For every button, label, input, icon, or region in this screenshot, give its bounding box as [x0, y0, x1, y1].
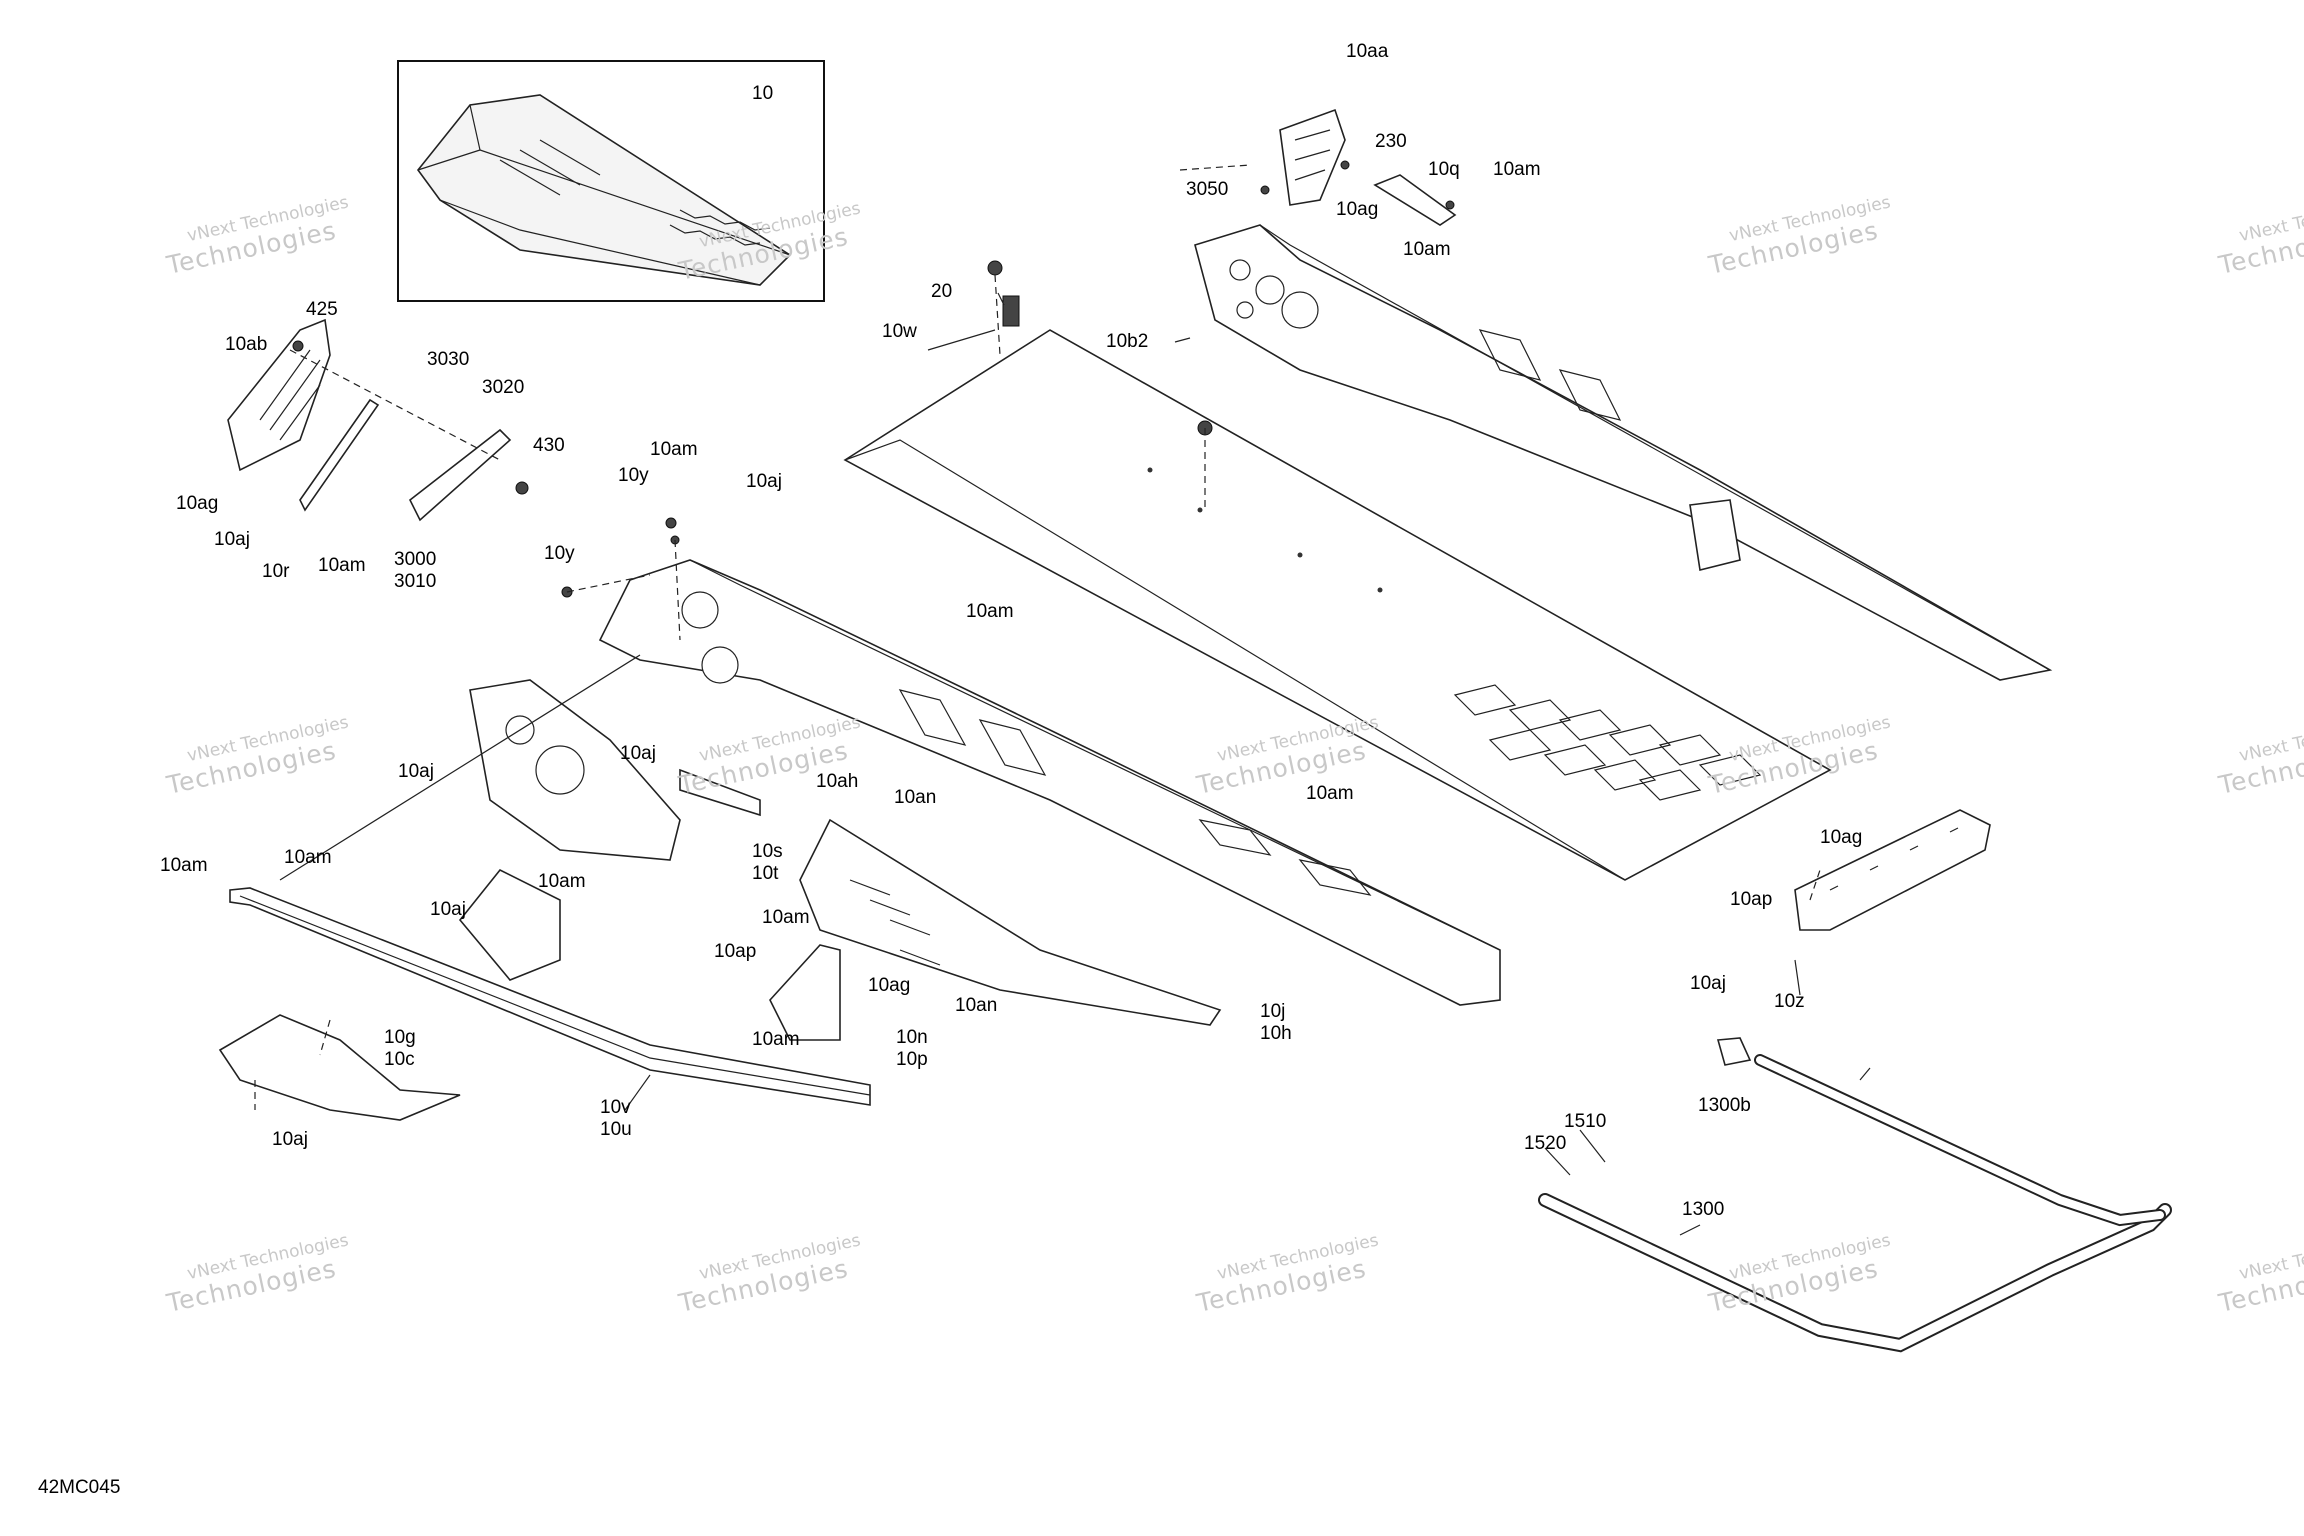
- part-callout: 10aj: [1690, 973, 1726, 994]
- diagram-id: 42MC045: [38, 1477, 121, 1498]
- part-callout: 10u: [600, 1119, 632, 1140]
- right-side-rail: [1194, 224, 2053, 681]
- part-callout: 10am: [762, 907, 810, 928]
- part-callout: 10ap: [714, 941, 757, 962]
- part-callout: 1510: [1564, 1111, 1607, 1132]
- dashed-assembly-lines: [254, 164, 1821, 1110]
- part-callout: 10am: [650, 439, 698, 460]
- runner-10v: [229, 887, 871, 1106]
- part-callout: 10r: [262, 561, 290, 582]
- part-callout: 10ag: [1336, 199, 1379, 220]
- part-callout: 10ag: [176, 493, 219, 514]
- footrest-10aa: [1279, 108, 1457, 226]
- part-callout: 10q: [1428, 159, 1460, 180]
- part-callout: 10v: [600, 1097, 631, 1118]
- part-callout: 20: [931, 281, 953, 302]
- part-callout: 10aa: [1346, 41, 1389, 62]
- reinforcement-plates: [458, 679, 1222, 1041]
- part-callout: 10am: [318, 555, 366, 576]
- part-callout: 10an: [894, 787, 937, 808]
- part-callout: 10y: [618, 465, 649, 486]
- part-callout: 425: [306, 299, 338, 320]
- part-callout: 10am: [1493, 159, 1541, 180]
- part-callout: 10am: [1403, 239, 1451, 260]
- bracket-10z: [1794, 809, 1991, 931]
- part-callout: 10ah: [816, 771, 859, 792]
- part-callout: 1300: [1682, 1199, 1725, 1220]
- part-callout: 10n: [896, 1027, 928, 1048]
- inset-frame: [397, 60, 825, 302]
- part-callout: 10am: [966, 601, 1014, 622]
- part-callout: 10y: [544, 543, 575, 564]
- part-callout: 430: [533, 435, 565, 456]
- part-callout: 10ab: [225, 334, 268, 355]
- part-callout: 10w: [882, 321, 917, 342]
- part-callout: 1300b: [1698, 1095, 1751, 1116]
- rear-bumper-1300: [1538, 1037, 2172, 1353]
- part-callout: 10h: [1260, 1023, 1292, 1044]
- part-callout: 10p: [896, 1049, 928, 1070]
- part-callout: 10s: [752, 841, 783, 862]
- part-callout: 10z: [1774, 991, 1805, 1012]
- part-callout: 3050: [1186, 179, 1229, 200]
- part-callout: 10aj: [398, 761, 434, 782]
- part-callout: 10j: [1260, 1001, 1286, 1022]
- left-side-rail: [598, 559, 1501, 1006]
- part-callout: 10t: [752, 863, 779, 884]
- part-callout: 230: [1375, 131, 1407, 152]
- part-callout: 10am: [538, 871, 586, 892]
- leader-lines: [279, 292, 1871, 1236]
- bracket-10g: [218, 1014, 461, 1121]
- part-callout: 10aj: [430, 899, 466, 920]
- part-callout: 10c: [384, 1049, 415, 1070]
- part-callout: 10aj: [272, 1129, 308, 1150]
- part-callout: 10am: [160, 855, 208, 876]
- part-callout: 10b2: [1106, 331, 1149, 352]
- part-callout: 10ag: [868, 975, 911, 996]
- part-callout: 10g: [384, 1027, 416, 1048]
- part-callout: 10am: [284, 847, 332, 868]
- part-callout: 10am: [752, 1029, 800, 1050]
- part-callout: 10ag: [1820, 827, 1863, 848]
- part-callout: 10am: [1306, 783, 1354, 804]
- part-callout: 10aj: [620, 743, 656, 764]
- part-callout: 10ap: [1730, 889, 1773, 910]
- part-callout: 10aj: [746, 471, 782, 492]
- part-callout: 3020: [482, 377, 525, 398]
- part-callout: 1520: [1524, 1133, 1567, 1154]
- part-callout: 3030: [427, 349, 470, 370]
- inset-label: 10: [752, 83, 774, 104]
- inset-assembly-thumbnail: [416, 94, 792, 286]
- fasteners: [292, 160, 1455, 598]
- part-callout: 10aj: [214, 529, 250, 550]
- tunnel-panel-10w: [843, 329, 1832, 881]
- part-callout: 10an: [955, 995, 998, 1016]
- part-callout: 3010: [394, 571, 437, 592]
- part-callout: 3000: [394, 549, 437, 570]
